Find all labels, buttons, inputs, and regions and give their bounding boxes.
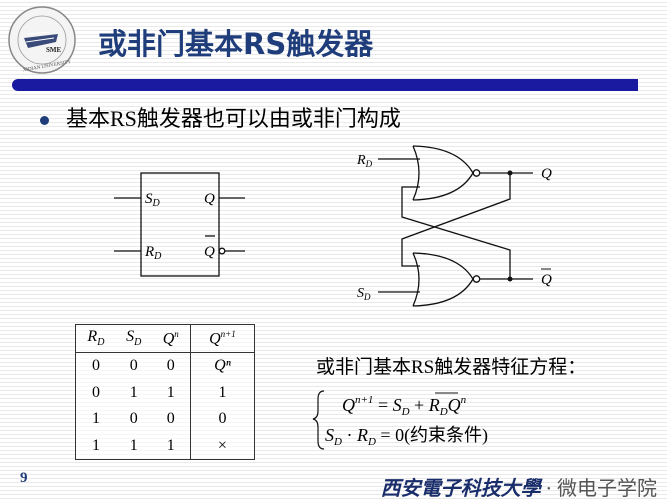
nor-gate-top-back: [412, 145, 420, 201]
table-row: 0 0 0 Qⁿ: [76, 352, 254, 380]
equation-label: 或非门基本RS触发器特征方程：: [316, 357, 587, 378]
rs-flipflop-block-symbol: SD RD Q Q: [114, 172, 245, 277]
q-label: Q: [541, 166, 552, 182]
department-name: 微电子学院: [557, 476, 657, 500]
title-underline-bar: [12, 79, 638, 91]
q-bar-label: Q: [541, 272, 552, 288]
q-bar-output-label: Q: [204, 244, 215, 260]
university-logo: SME XIDIAN UNIVERSITY: [6, 4, 78, 76]
table-row: 0 1 1 1: [76, 379, 254, 406]
equation-line-1: Qn+1 = SD + RDQn: [342, 394, 467, 418]
equation-line-2: SD · RD = 0(约束条件): [325, 425, 488, 448]
sd-label: SD: [357, 286, 371, 302]
table-row: 1 1 1 ×: [76, 432, 254, 459]
sd-input-label: SD: [145, 191, 161, 209]
footer-separator: ·: [545, 476, 552, 500]
col-header-qn1: Qn+1: [189, 325, 254, 353]
col-header-rd: RD: [76, 325, 116, 353]
col-header-sd: SD: [115, 325, 152, 353]
rd-label: RD: [356, 153, 373, 169]
page-number: 9: [20, 470, 28, 486]
nor-gate-top-body: [412, 145, 474, 201]
nor-gate-circuit: RD SD Q Q: [356, 145, 552, 307]
university-emblem-icon: SME XIDIAN UNIVERSITY: [8, 6, 76, 74]
university-name: 西安電子科技大學: [380, 476, 541, 500]
svg-text:SME: SME: [46, 46, 62, 54]
footer-institution: 西安電子科技大學 · 微电子学院: [381, 472, 657, 501]
page-title: 或非门基本RS触发器: [98, 27, 374, 61]
q-output-label: Q: [204, 191, 215, 207]
col-header-qn: Qn: [151, 325, 191, 353]
table-row: 1 0 0 0: [76, 405, 254, 433]
characteristic-equation: Qn+1 = SD + RDQn SD · RD = 0(约束条件): [312, 390, 488, 450]
bullet-text: 基本RS触发器也可以由或非门构成: [66, 106, 401, 131]
table-header-row: RD SD Qn Qn+1: [76, 325, 254, 353]
brace-icon: [312, 390, 325, 450]
rd-input-label: RD: [144, 244, 162, 262]
truth-table: RD SD Qn Qn+1 0 0 0 Qⁿ 0 1 1 1 1 0 0: [75, 324, 255, 460]
bullet-icon: [40, 116, 49, 125]
